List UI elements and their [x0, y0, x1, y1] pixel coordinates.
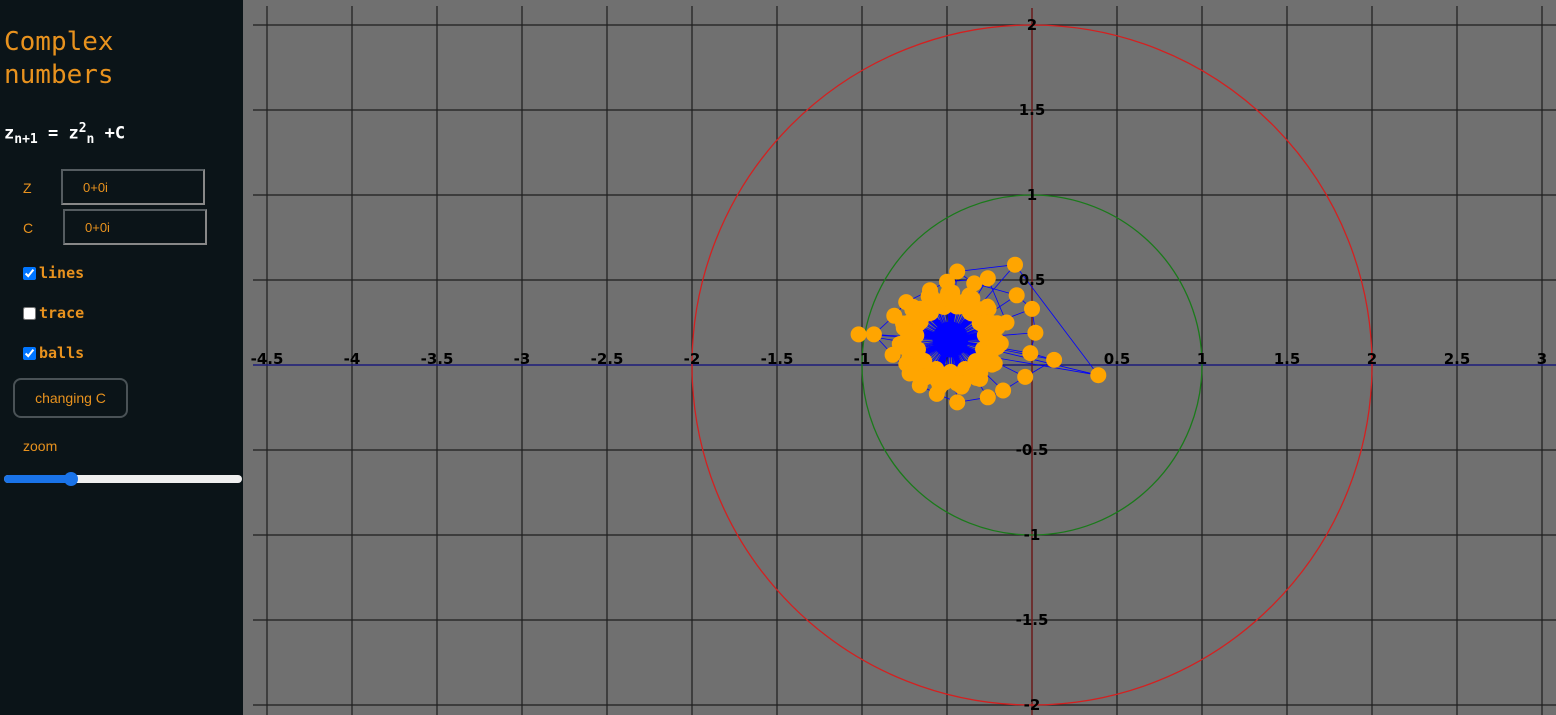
- lines-option[interactable]: lines: [23, 264, 84, 282]
- y-tick-label: -1.5: [1016, 611, 1049, 629]
- orbit-ball: [929, 372, 946, 389]
- unit-circle: [861, 194, 1203, 536]
- orbit-ball: [916, 352, 933, 369]
- zoom-slider-thumb[interactable]: [64, 472, 79, 486]
- orbit-ball: [988, 332, 1005, 349]
- balls-option[interactable]: balls: [23, 344, 84, 362]
- orbit-ball: [901, 365, 918, 382]
- control-sidebar: Complex numbers zn+1 = z2n +C Z C lines …: [3, 0, 243, 715]
- orbit-ball: [912, 313, 929, 330]
- app-title: Complex numbers: [4, 27, 114, 90]
- zoom-slider-track[interactable]: [4, 475, 242, 483]
- reference-circles: [691, 24, 1373, 706]
- orbit-ball: [1090, 367, 1107, 384]
- orbit-ball: [998, 314, 1015, 331]
- trace-option[interactable]: trace: [23, 304, 84, 322]
- orbit-ball: [971, 314, 988, 331]
- y-tick-label: -0.5: [1016, 441, 1049, 459]
- balls-checkbox[interactable]: [23, 346, 36, 360]
- orbit-line: [1014, 264, 1099, 376]
- orbit-ball: [977, 345, 994, 362]
- x-tick-label: 1: [1197, 350, 1207, 368]
- orbit-ball: [850, 326, 867, 343]
- complex-plane-canvas[interactable]: -4.5 -4 -3.5 -3 -2.5 -2 -1.5 -1 0.5 1 1.5 2 2.5 3 2 1.5…: [243, 0, 1556, 715]
- orbit-ball: [979, 298, 996, 315]
- orbit-ball: [1022, 345, 1039, 362]
- trace-checkbox[interactable]: [23, 306, 36, 320]
- orbit-ball: [972, 370, 989, 387]
- zoom-label: zoom: [23, 438, 58, 454]
- grid-lines: [253, 6, 1556, 715]
- lines-label: lines: [39, 264, 85, 282]
- balls-label: balls: [39, 344, 85, 362]
- orbit-line: [957, 264, 1016, 272]
- orbit-ball: [886, 307, 903, 324]
- orbit-balls: [850, 256, 1107, 411]
- y-tick-label: -1: [1024, 526, 1041, 544]
- x-tick-label: -2: [684, 350, 701, 368]
- x-tick-label: -1: [854, 350, 871, 368]
- x-tick-label: 2: [1367, 350, 1377, 368]
- orbit-ball: [1007, 256, 1023, 273]
- orbit-ball: [949, 263, 966, 280]
- formula-lhs-sub: n+1: [14, 132, 38, 148]
- c-input[interactable]: [63, 209, 207, 245]
- orbit-ball: [939, 273, 955, 290]
- lines-checkbox[interactable]: [23, 266, 36, 280]
- zoom-slider-fill: [4, 475, 72, 483]
- formula-lhs-base: z: [4, 123, 15, 144]
- x-tick-label: -4.5: [251, 350, 284, 368]
- formula-rhs-sub: n: [86, 132, 95, 148]
- orbit-ball: [947, 293, 964, 310]
- orbit-ball: [1024, 300, 1040, 317]
- orbit-ball: [922, 282, 938, 299]
- x-tick-label: 2.5: [1444, 350, 1471, 368]
- x-tick-label: 0.5: [1104, 350, 1131, 368]
- x-tick-label: 1.5: [1274, 350, 1301, 368]
- orbit-ball: [911, 377, 928, 394]
- c-label: C: [23, 220, 34, 236]
- orbit-ball: [955, 375, 972, 392]
- x-tick-label: -1.5: [761, 350, 794, 368]
- orbit-ball: [986, 355, 1003, 372]
- orbit-ball: [995, 382, 1012, 399]
- y-tick-label: 1: [1027, 186, 1037, 204]
- tick-labels: -4.5 -4 -3.5 -3 -2.5 -2 -1.5 -1 0.5 1 1.5 2 2.5 3 2 1.5…: [251, 16, 1548, 714]
- orbit-ball: [1046, 351, 1063, 368]
- z-input[interactable]: [61, 169, 205, 205]
- orbit-ball: [928, 385, 945, 402]
- orbit-ball: [865, 326, 882, 343]
- escape-circle: [691, 24, 1373, 706]
- orbit-ball: [884, 346, 901, 363]
- orbit-ball: [964, 290, 981, 307]
- orbit-ball: [1027, 324, 1044, 341]
- orbit-ball: [979, 270, 996, 287]
- x-tick-label: 3: [1537, 350, 1547, 368]
- formula-rhs-tail: +C: [94, 123, 126, 144]
- orbit-ball: [1017, 368, 1034, 385]
- orbit-ball: [979, 389, 996, 406]
- x-tick-label: -3: [514, 350, 531, 368]
- orbit-ball: [898, 294, 915, 311]
- formula-rhs-sup: 2: [78, 121, 87, 136]
- trace-label: trace: [39, 304, 85, 322]
- formula-rhs-base: z: [68, 123, 79, 144]
- y-tick-label: 2: [1027, 16, 1037, 34]
- formula-equals: =: [37, 123, 69, 144]
- complex-plane-svg: -4.5 -4 -3.5 -3 -2.5 -2 -1.5 -1 0.5 1 1.5 2 2.5 3 2 1.5…: [251, 6, 1556, 715]
- y-tick-label: -2: [1024, 696, 1041, 714]
- orbit-ball: [1008, 287, 1025, 304]
- orbit-ball: [966, 275, 983, 292]
- x-tick-label: -2.5: [591, 350, 624, 368]
- changing-c-button[interactable]: changing C: [13, 378, 128, 418]
- y-tick-label: 1.5: [1019, 101, 1046, 119]
- orbit-ball: [949, 394, 966, 411]
- y-tick-label: 0.5: [1019, 271, 1046, 289]
- iteration-formula: zn+1 = z2n +C: [4, 121, 125, 147]
- x-tick-label: -3.5: [421, 350, 454, 368]
- orbit-core: [932, 321, 969, 358]
- x-tick-label: -4: [344, 350, 361, 368]
- z-label: Z: [23, 180, 32, 196]
- orbit-ball: [900, 323, 917, 340]
